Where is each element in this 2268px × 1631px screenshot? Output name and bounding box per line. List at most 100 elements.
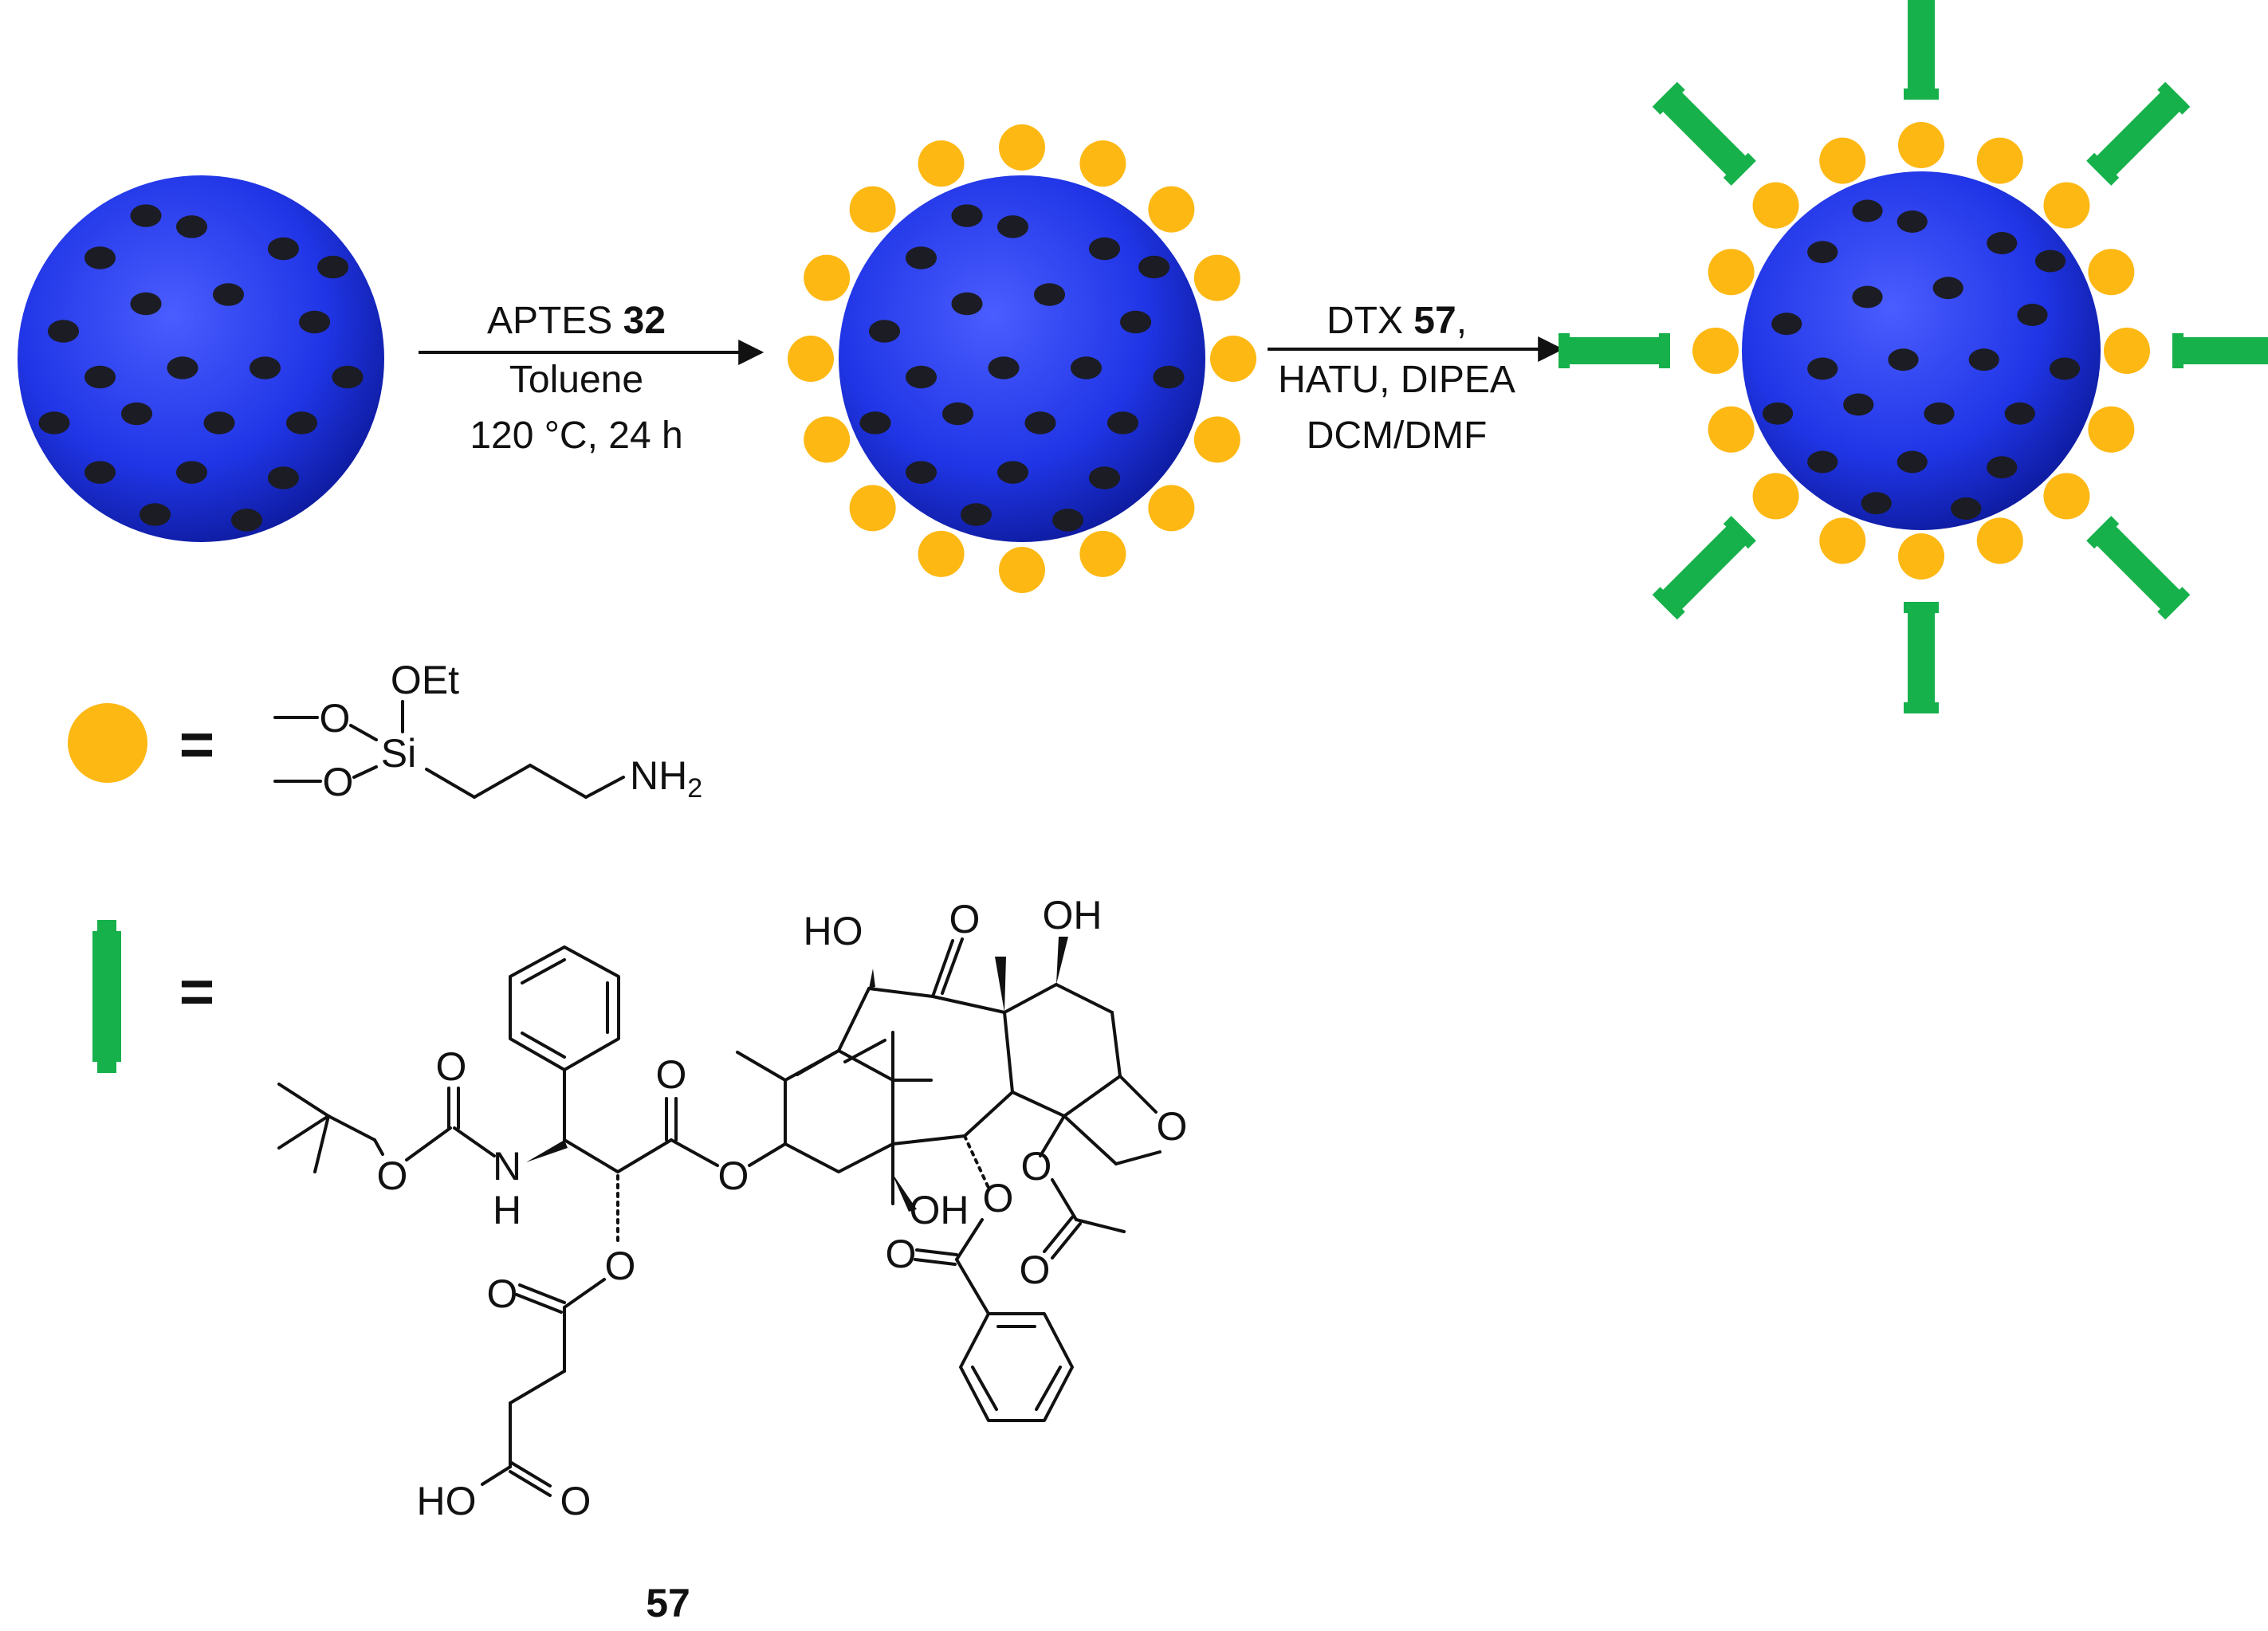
dtx-ho-top: HO	[804, 909, 863, 953]
step2-reagent: DTX 57,	[1327, 300, 1467, 342]
pore	[1771, 312, 1802, 336]
drug-rod-cap	[1652, 587, 1685, 620]
aptes-dot	[2088, 249, 2135, 296]
drug-rod-body	[2172, 337, 2268, 364]
drug-rod	[2172, 333, 2268, 368]
drug-rod-body	[2089, 84, 2187, 183]
dtx-o-succinate: O	[605, 1244, 636, 1288]
drug-rod	[1652, 81, 1756, 186]
pore	[1153, 365, 1185, 389]
dtx-ho-acid: HO	[417, 1479, 477, 1523]
aptes-dot	[1193, 254, 1240, 301]
drug-rod-cap	[2172, 333, 2183, 368]
drug-rod-body	[1908, 0, 1935, 100]
pore	[905, 461, 937, 484]
pore	[47, 320, 80, 343]
pore	[120, 402, 153, 426]
pore	[1120, 310, 1152, 334]
dtx-oh-mid: OH	[910, 1188, 969, 1232]
pore	[167, 356, 198, 379]
dtx-o-benzoate: O	[983, 1176, 1014, 1220]
dtx-o-acid-dbl: O	[560, 1479, 592, 1523]
pore	[332, 365, 364, 389]
aptes-dot	[2043, 473, 2090, 520]
step1-reagent: APTES 32	[487, 300, 666, 342]
pore	[859, 411, 891, 434]
reaction-arrow-2: DTX 57, HATU, DIPEA DCM/DMF	[1268, 300, 1564, 457]
pore	[905, 365, 937, 389]
dtx-o-oxetane: O	[1157, 1104, 1188, 1149]
drug-rod-cap	[1659, 333, 1670, 368]
legend-equals-2: =	[179, 958, 214, 1026]
drug-rod-cap	[2086, 152, 2120, 186]
legend-aptes-dot	[68, 703, 147, 783]
drug-rod	[1559, 333, 1670, 368]
dtx-o-benzoate-dbl: O	[886, 1232, 917, 1276]
dtx-o-ester: O	[718, 1153, 749, 1198]
pore	[1024, 411, 1056, 434]
pore	[905, 246, 937, 269]
aptes-dot	[1898, 533, 1944, 580]
aptes-dot	[1210, 336, 1256, 382]
aptes-dot	[999, 547, 1045, 593]
pore	[1924, 402, 1955, 425]
pore	[249, 356, 281, 379]
pore	[175, 215, 208, 238]
dtx-h: H	[493, 1188, 521, 1232]
compound-number-57: 57	[646, 1581, 690, 1625]
aptes-dot	[1819, 137, 1866, 184]
pore	[267, 237, 300, 261]
pore	[1088, 466, 1121, 489]
pore	[951, 204, 983, 227]
pore	[1033, 283, 1066, 306]
legend-dtx: = O O N H	[92, 893, 1187, 1625]
pore	[1852, 285, 1883, 309]
drug-rod-cap	[1723, 152, 1756, 186]
dtx-o-acetate: O	[1021, 1144, 1052, 1189]
pore	[1807, 357, 1838, 380]
pore	[1861, 492, 1892, 515]
legend-equals-1: =	[179, 711, 214, 779]
pore	[960, 503, 992, 526]
pore	[2004, 402, 2035, 425]
dtx-o-ketone: O	[949, 897, 981, 941]
aptes-si: Si	[381, 731, 416, 776]
pore	[130, 292, 162, 316]
docetaxel-structure: O O N H O O O O HO	[277, 893, 1188, 1523]
drug-rod-body	[1908, 602, 1935, 713]
aptes-dot	[1976, 137, 2023, 184]
pore	[1807, 450, 1838, 474]
drug-rod-body	[1559, 337, 1670, 364]
aptes-dot	[1819, 517, 1866, 564]
pore	[1888, 348, 1919, 371]
aptes-dot	[1692, 328, 1739, 374]
aptes-amine: NH2	[630, 753, 702, 804]
aptes-dot	[1148, 485, 1195, 532]
aptes-dot	[804, 254, 851, 301]
aptes-functionalized-nanoparticle	[788, 124, 1256, 593]
aptes-o-top: O	[320, 696, 351, 741]
pore	[996, 215, 1029, 238]
step2-coupling-reagents: HATU, DIPEA	[1278, 359, 1515, 401]
drug-rod-cap	[1904, 602, 1939, 613]
aptes-dot	[849, 186, 896, 233]
pore	[1852, 199, 1883, 222]
aptes-dot	[918, 530, 965, 577]
drug-rod	[2086, 81, 2191, 186]
dtx-o-carbamate-dbl: O	[436, 1044, 467, 1089]
drug-rod-cap	[2157, 587, 2191, 620]
drug-rod-cap	[1559, 333, 1570, 368]
aptes-dot	[1079, 530, 1126, 577]
pore	[84, 246, 116, 269]
step1-solvent: Toluene	[509, 359, 643, 401]
pore	[996, 461, 1029, 484]
drug-rod-cap	[2157, 81, 2191, 115]
dtx-conjugated-nanoparticle	[1559, 0, 2268, 713]
pore	[175, 461, 208, 484]
pore	[139, 503, 171, 526]
aptes-dot	[849, 485, 896, 532]
dtx-o-succ-dbl: O	[487, 1271, 518, 1316]
pore	[1987, 456, 2018, 479]
pore	[130, 204, 162, 227]
aptes-oet: OEt	[391, 658, 459, 702]
